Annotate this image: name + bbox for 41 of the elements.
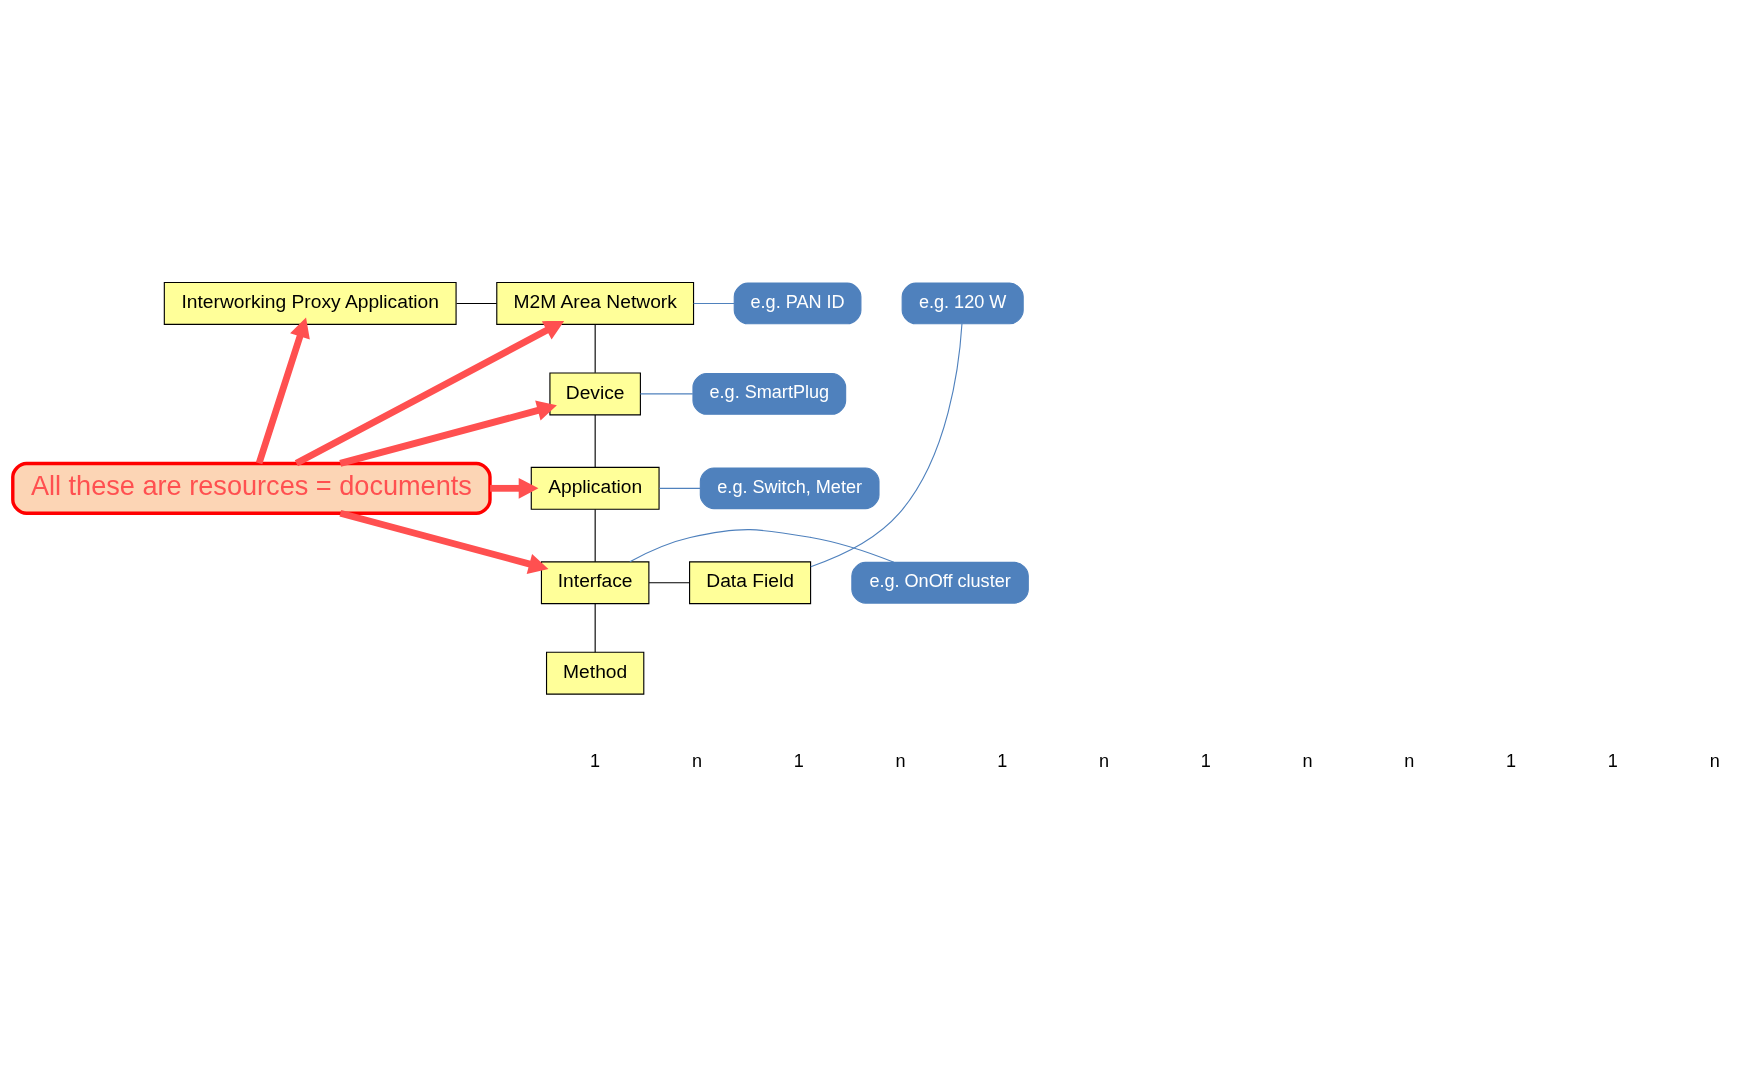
label: 1: [590, 751, 601, 772]
node-box: Interface: [540, 561, 650, 605]
connector: [648, 582, 690, 584]
node-box: M2M Area Network: [496, 281, 695, 325]
label: 1: [793, 751, 804, 772]
node-box: e.g. 120 W: [901, 282, 1024, 325]
label: 1: [1607, 751, 1618, 772]
connector: [639, 393, 694, 395]
node-box: Interworking Proxy Application: [163, 281, 457, 325]
arrow: [339, 400, 557, 467]
label: 1: [1506, 751, 1517, 772]
label: n: [691, 751, 702, 772]
node-box: Method: [545, 651, 645, 695]
label: n: [1099, 751, 1110, 772]
connector: [594, 324, 596, 374]
node-box: Application: [530, 466, 660, 510]
node-box: Device: [549, 372, 641, 416]
label: 1: [997, 751, 1008, 772]
connector: [594, 603, 596, 653]
label: n: [1404, 751, 1415, 772]
label: 1: [1200, 751, 1211, 772]
connector: [658, 487, 701, 489]
connector: [693, 302, 735, 304]
arrow: [255, 317, 310, 465]
node-box: e.g. Switch, Meter: [699, 467, 880, 510]
label: n: [1709, 751, 1720, 772]
label: n: [1302, 751, 1313, 772]
node-box: e.g. SmartPlug: [692, 373, 847, 415]
connector: [594, 414, 596, 468]
label: n: [895, 751, 906, 772]
node-box: All these are resources = documents: [11, 461, 492, 515]
arrow: [490, 477, 539, 499]
connector: [594, 508, 596, 563]
node-box: Data Field: [689, 561, 812, 605]
connector: [456, 302, 498, 304]
node-box: e.g. PAN ID: [733, 282, 862, 325]
connector: [810, 323, 963, 568]
arrow: [294, 321, 565, 467]
node-box: e.g. OnOff cluster: [851, 561, 1029, 604]
connector: [629, 529, 895, 563]
arrow: [339, 510, 549, 574]
